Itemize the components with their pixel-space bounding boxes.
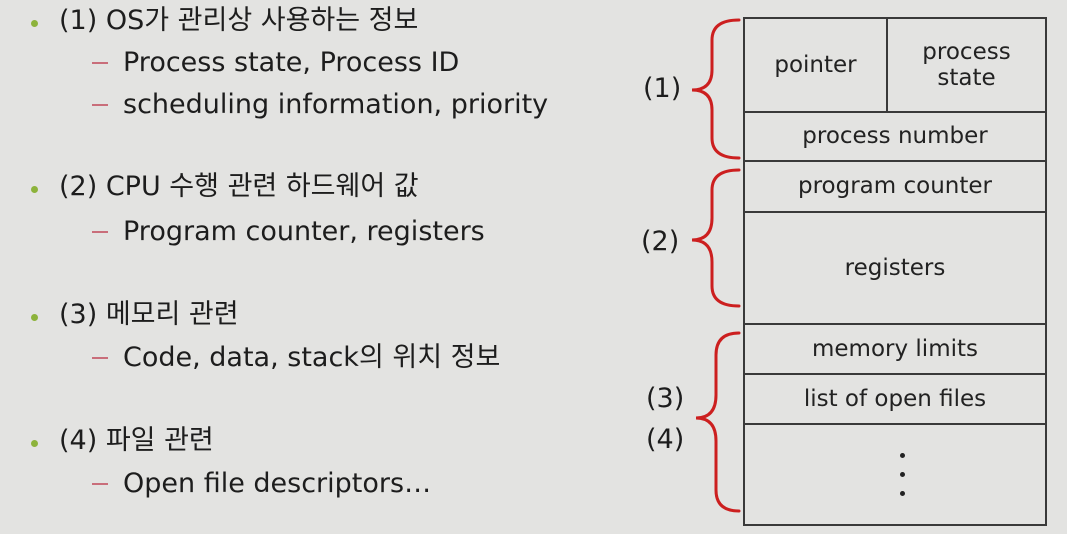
- ellipsis-dot: [900, 472, 905, 477]
- bullet-dot: [31, 314, 38, 321]
- brace-1: [691, 18, 741, 160]
- group-label-4: (4): [646, 424, 685, 455]
- pcb-border-right: [1045, 17, 1047, 526]
- bullet-dot: [31, 440, 38, 447]
- group-label-2: (2): [641, 226, 680, 257]
- pcb-program-counter: program counter: [798, 173, 992, 200]
- pcb-memory-limits: memory limits: [812, 335, 978, 362]
- pcb-divider: [743, 323, 1047, 325]
- pcb-open-files: list of open files: [803, 385, 987, 412]
- brace-3-4: [695, 331, 741, 513]
- pcb-divider: [743, 111, 1047, 113]
- pcb-pointer: pointer: [774, 51, 857, 78]
- dash-marker: [92, 62, 108, 64]
- bullet-dot: [31, 20, 38, 27]
- list-item: Open file descriptors…: [123, 468, 432, 499]
- pcb-process-number: process number: [802, 123, 988, 150]
- section-heading: (2) CPU 수행 관련 하드웨어 값: [59, 171, 419, 202]
- list-item: Code, data, stack의 위치 정보: [123, 342, 501, 373]
- list-item: Program counter, registers: [123, 216, 485, 247]
- ellipsis-dot: [900, 491, 905, 496]
- group-label-1: (1): [643, 73, 682, 104]
- group-label-3: (3): [646, 383, 685, 414]
- pcb-divider: [743, 373, 1047, 375]
- section-heading: (4) 파일 관련: [59, 425, 214, 456]
- pcb-border-left: [743, 17, 745, 526]
- dash-marker: [92, 483, 108, 485]
- pcb-divider: [743, 211, 1047, 213]
- pcb-border-bottom: [743, 524, 1047, 526]
- pcb-border-top: [743, 17, 1047, 19]
- dash-marker: [92, 357, 108, 359]
- pcb-divider: [886, 17, 888, 112]
- pcb-process-state: process state: [922, 38, 1011, 91]
- dash-marker: [92, 104, 108, 106]
- section-heading: (1) OS가 관리상 사용하는 정보: [59, 5, 419, 36]
- brace-2: [691, 168, 741, 308]
- section-heading: (3) 메모리 관련: [59, 299, 239, 330]
- ellipsis-dot: [900, 453, 905, 458]
- dash-marker: [92, 231, 108, 233]
- pcb-divider: [743, 423, 1047, 425]
- list-item: scheduling information, priority: [123, 89, 549, 120]
- bullet-dot: [31, 186, 38, 193]
- pcb-ellipsis: [745, 425, 1045, 524]
- pcb-registers: registers: [844, 254, 946, 281]
- list-item: Process state, Process ID: [123, 47, 460, 78]
- pcb-divider: [743, 160, 1047, 162]
